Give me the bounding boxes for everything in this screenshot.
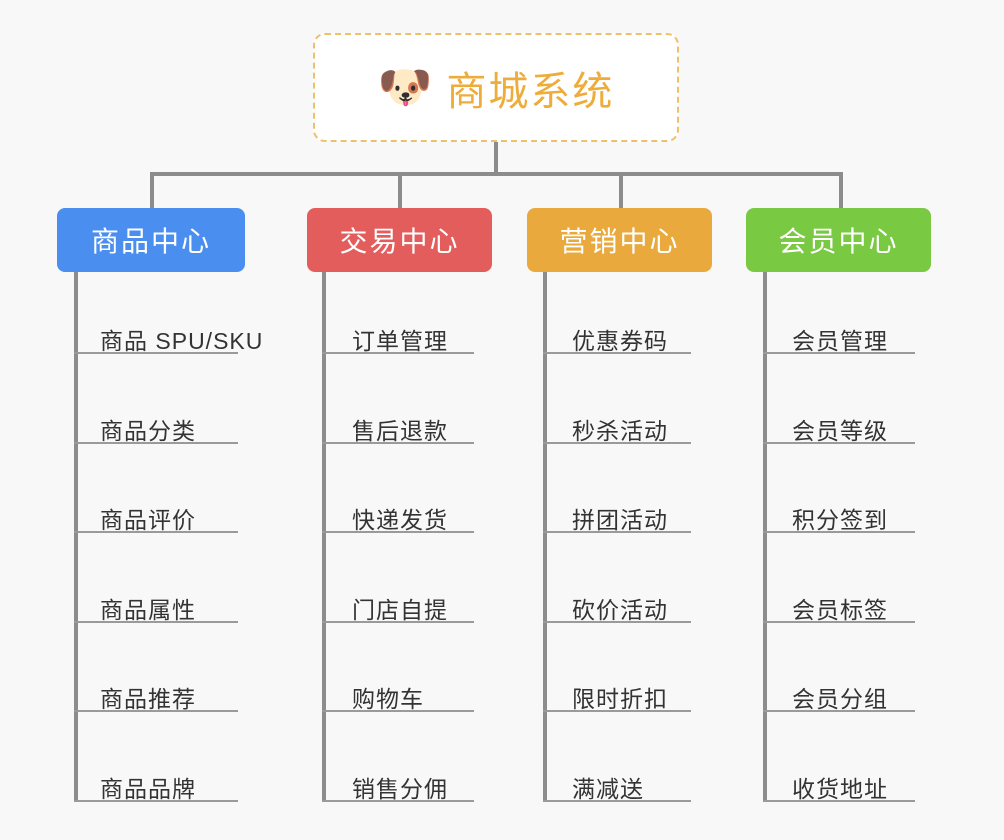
leaf-rule — [74, 799, 238, 802]
drop-trade-center — [398, 172, 402, 208]
leaf-rule — [763, 620, 915, 623]
leaf-rule — [74, 441, 238, 444]
leaf-rule — [322, 352, 474, 354]
leaf-item[interactable]: 快递发货 — [352, 507, 448, 533]
category-header-member-center[interactable]: 会员中心 — [746, 208, 931, 272]
leaf-item[interactable]: 会员等级 — [792, 417, 888, 444]
leaf-item[interactable]: 会员分组 — [792, 686, 888, 712]
leaf-item[interactable]: 积分签到 — [792, 507, 888, 533]
leaf-item[interactable]: 商品推荐 — [100, 686, 196, 712]
leaf-rule — [74, 710, 238, 712]
leaf-rule — [543, 799, 691, 802]
leaf-item[interactable]: 拼团活动 — [572, 507, 668, 533]
leaf-rule — [74, 531, 238, 533]
category-header-label: 商品中心 — [90, 226, 211, 257]
spine-marketing-center — [543, 272, 547, 802]
drop-member-center — [839, 172, 843, 208]
category-header-trade-center[interactable]: 交易中心 — [307, 208, 492, 272]
leaf-item[interactable]: 售后退款 — [352, 417, 448, 444]
leaf-rule — [763, 710, 915, 712]
leaf-rule — [763, 531, 915, 533]
drop-marketing-center — [619, 172, 623, 208]
leaf-rule — [322, 799, 474, 802]
leaf-item[interactable]: 秒杀活动 — [572, 417, 668, 444]
leaf-item[interactable]: 商品分类 — [100, 417, 196, 444]
leaf-rule — [322, 620, 474, 623]
leaf-rule — [74, 620, 238, 623]
root-stem — [494, 142, 498, 176]
spine-trade-center — [322, 272, 326, 802]
category-header-label: 交易中心 — [339, 226, 460, 257]
category-header-label: 会员中心 — [778, 226, 899, 257]
category-header-marketing-center[interactable]: 营销中心 — [527, 208, 712, 272]
leaf-rule — [543, 620, 691, 623]
spine-member-center — [763, 272, 767, 802]
root-title: 商城系统 — [446, 69, 615, 114]
leaf-rule — [543, 710, 691, 712]
leaf-rule — [322, 531, 474, 533]
leaf-item[interactable]: 门店自提 — [352, 596, 448, 623]
leaf-rule — [322, 710, 474, 712]
leaf-item[interactable]: 购物车 — [352, 686, 424, 712]
spine-product-center — [74, 272, 78, 802]
leaf-rule — [543, 441, 691, 444]
leaf-item[interactable]: 优惠券码 — [572, 328, 668, 354]
leaf-item[interactable]: 商品品牌 — [100, 775, 196, 802]
leaf-rule — [763, 352, 915, 354]
leaf-rule — [763, 799, 915, 802]
leaf-item[interactable]: 满减送 — [572, 775, 644, 802]
category-header-product-center[interactable]: 商品中心 — [57, 208, 245, 272]
leaf-rule — [322, 441, 474, 444]
leaf-item[interactable]: 订单管理 — [352, 328, 448, 354]
leaf-item[interactable]: 销售分佣 — [352, 775, 448, 802]
leaf-item[interactable]: 会员管理 — [792, 328, 888, 354]
leaf-item[interactable]: 限时折扣 — [572, 686, 668, 712]
leaf-rule — [763, 441, 915, 444]
leaf-rule — [543, 531, 691, 533]
leaf-item[interactable]: 收货地址 — [792, 775, 888, 802]
category-header-label: 营销中心 — [559, 226, 680, 257]
leaf-item[interactable]: 会员标签 — [792, 596, 888, 623]
dog-face-icon: 🐶 — [377, 62, 433, 112]
drop-product-center — [150, 172, 154, 208]
leaf-item[interactable]: 商品评价 — [100, 507, 196, 533]
leaf-rule — [543, 352, 691, 354]
leaf-rule — [74, 352, 238, 354]
leaf-item[interactable]: 商品 SPU/SKU — [100, 328, 264, 354]
leaf-item[interactable]: 砍价活动 — [572, 596, 668, 623]
horizontal-bus — [150, 172, 843, 176]
leaf-item[interactable]: 商品属性 — [100, 596, 196, 623]
root-node[interactable]: 🐶 商城系统 — [313, 33, 679, 142]
